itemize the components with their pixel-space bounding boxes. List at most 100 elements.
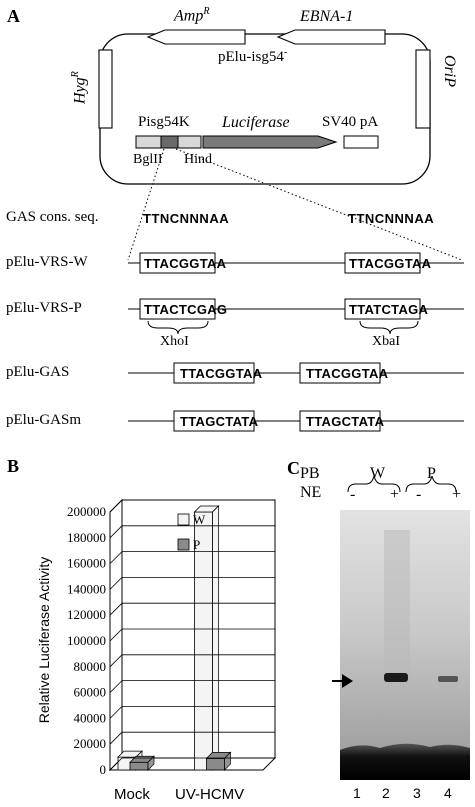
lane-2: 2	[382, 785, 390, 801]
orip-label: OriP	[441, 55, 458, 87]
luciferase-label: Luciferase	[222, 114, 290, 131]
ytick-label: 80000	[74, 659, 107, 674]
ytick-label: 140000	[67, 581, 106, 596]
hind-label: Hind	[184, 152, 212, 167]
xhoi-label: XhoI	[160, 334, 189, 349]
panel-b-letter: B	[7, 456, 20, 476]
panel-c-letter: C	[287, 458, 300, 478]
gas-seq-1: TTNCNNNAA	[143, 211, 230, 226]
plasmid-map	[98, 29, 464, 432]
gas-seq-2: TTNCNNNAA	[348, 211, 435, 226]
row3-box2-seq: TTACGGTAA	[306, 366, 389, 381]
luciferase-chart: 0200004000060000800001000001200001400001…	[67, 498, 277, 777]
lane-4: 4	[444, 785, 452, 801]
ebna-arrow	[276, 29, 386, 45]
legend-label-P: P	[193, 537, 200, 552]
gridline-diag	[109, 551, 123, 564]
gas-cons-label: GAS cons. seq.	[6, 209, 99, 225]
row2-label: pElu-VRS-P	[6, 300, 82, 316]
bglii-segment	[135, 135, 162, 149]
xbai-label: XbaI	[372, 334, 400, 349]
ytick-label: 60000	[74, 685, 107, 700]
gridline-diag	[109, 731, 123, 745]
bar-side-P-1	[224, 751, 231, 771]
row4-box2	[299, 410, 381, 432]
ytick-label: 200000	[67, 504, 106, 519]
gridline-diag	[109, 628, 123, 642]
row4-box1-seq: TTAGCTATA	[180, 414, 259, 429]
sv40-box	[343, 135, 379, 149]
promoter-label: Pisg54K	[138, 114, 190, 130]
xtick-mock: Mock	[114, 786, 150, 803]
legend-swatch-P	[177, 538, 190, 551]
xhoi-brace	[147, 320, 209, 335]
gridline-diag	[109, 757, 123, 771]
lane-3: 3	[413, 785, 421, 801]
zoom-line-right	[175, 148, 463, 261]
row1-box1-seq: TTACGGTAA	[144, 256, 227, 271]
legend-label-W: W	[193, 512, 206, 527]
ne-label: NE	[300, 484, 322, 501]
xtick-uvhcmv: UV-HCMV	[175, 786, 245, 803]
row3-label: pElu-GAS	[6, 364, 70, 380]
band-arrow-icon	[332, 674, 353, 688]
row3-box1	[173, 362, 255, 384]
row4-box1	[173, 410, 255, 432]
lane2-sign: +	[390, 486, 400, 503]
row3-box2	[299, 362, 381, 384]
bar-side-W-1	[212, 505, 219, 771]
gridline-diag	[109, 654, 123, 668]
gridline-diag	[109, 680, 123, 693]
group-p-label: P	[427, 465, 436, 482]
row3-box1-seq: TTACGGTAA	[180, 366, 263, 381]
hind-segment	[177, 135, 202, 149]
row4-box2-seq: TTAGCTATA	[306, 414, 385, 429]
xbai-brace	[359, 320, 419, 335]
gridline-diag	[109, 602, 123, 616]
bar-P-1	[206, 757, 225, 771]
sv40-label: SV40 pA	[322, 114, 379, 130]
lane4-sign: +	[452, 486, 462, 503]
ytick-label: 20000	[74, 736, 107, 751]
lane3-sign: -	[416, 486, 422, 503]
gridline-diag	[109, 499, 123, 513]
row2-box1-seq: TTACTCGAG	[144, 302, 228, 317]
ebna-label: EBNA-1	[300, 8, 354, 25]
row2-box1	[139, 298, 216, 320]
pb-label: PB	[300, 465, 320, 482]
ytick-label: 160000	[67, 556, 106, 571]
luciferase-arrow	[202, 135, 338, 149]
orip-box	[415, 49, 431, 129]
gridline-diag	[109, 706, 123, 719]
gridline-diag	[109, 525, 123, 539]
amp-arrow	[146, 29, 246, 45]
lane1-sign: -	[350, 486, 356, 503]
panel-a-letter: A	[7, 6, 20, 26]
bar-P-0	[129, 761, 149, 771]
row1-label: pElu-VRS-W	[6, 254, 88, 270]
amp-label: AmpR	[174, 6, 210, 25]
row1-box2	[344, 252, 421, 274]
gel-brackets	[347, 475, 457, 493]
lane-1: 1	[353, 785, 361, 801]
plasmid-name: pElu-isg54-	[218, 47, 288, 65]
row1-box1	[139, 252, 216, 274]
ytick-label: 40000	[74, 710, 107, 725]
free-probe	[340, 743, 470, 780]
band-lane4	[438, 676, 458, 682]
ytick-label: 180000	[67, 530, 106, 545]
zoom-line-left	[127, 148, 165, 261]
legend-swatch-W	[177, 513, 190, 526]
row2-box2	[344, 298, 421, 320]
hyg-label: HygR	[70, 71, 89, 104]
gridline-diag	[109, 577, 123, 590]
row2-box2-seq: TTATCTAGA	[349, 302, 429, 317]
bglii-label: BglII	[133, 152, 163, 167]
ytick-label: 100000	[67, 633, 106, 648]
gel-image	[340, 510, 470, 780]
row4-label: pElu-GASm	[6, 412, 81, 428]
hyg-box	[98, 49, 113, 129]
band-lane2	[384, 673, 408, 682]
ytick-label: 0	[100, 762, 107, 777]
promoter-dark-segment	[160, 135, 179, 149]
